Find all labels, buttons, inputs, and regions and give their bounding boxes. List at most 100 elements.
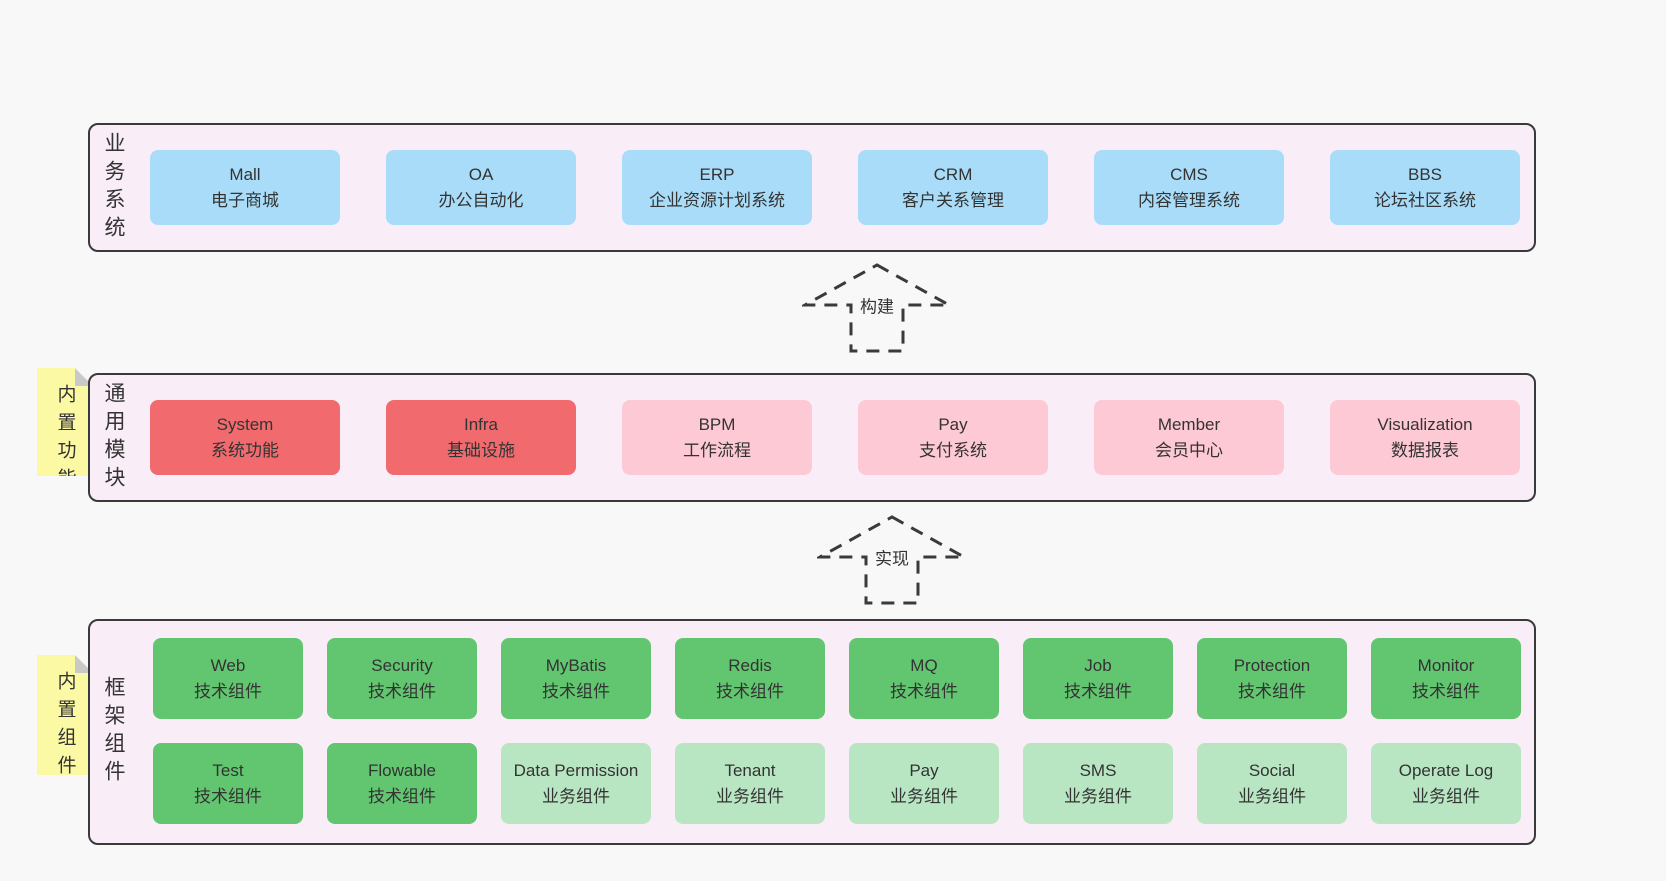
layer-framework-components: 框架组件 Web 技术组件 Security 技术组件 MyBatis 技术组件… [88,619,1536,845]
box-desc: 企业资源计划系统 [649,190,785,210]
box-name: BPM [698,415,736,434]
box-desc: 数据报表 [1391,440,1459,460]
box-name: Social [1248,761,1296,780]
box-desc: 业务组件 [1238,786,1306,806]
diagram-box-social: Social 业务组件 [1197,743,1347,824]
up-arrow-icon [802,263,952,353]
diagram-box-bbs: BBS 论坛社区系统 [1330,150,1520,225]
box-row: System 系统功能 Infra 基础设施 BPM 工作流程 Pay 支付系统… [150,400,1520,475]
box-name: CMS [1170,165,1208,184]
box-desc: 业务组件 [1064,786,1132,806]
box-name: OA [468,165,494,184]
box-name: Job [1084,656,1112,675]
dashed-up-arrow-implement: 实现 [817,514,967,606]
diagram-box-infra: Infra 基础设施 [386,400,576,475]
diagram-box-oa: OA 办公自动化 [386,150,576,225]
box-name: Operate Log [1398,761,1494,780]
box-name: Visualization [1377,415,1473,434]
box-name: MQ [910,656,938,675]
box-desc: 技术组件 [1064,681,1132,701]
box-name: BBS [1407,165,1443,184]
arrow-label: 实现 [871,541,913,573]
diagram-box-job: Job 技术组件 [1023,638,1173,719]
up-arrow-icon [817,515,967,605]
box-name: Member [1157,415,1221,434]
layer-common-modules: 通用模块 System 系统功能 Infra 基础设施 BPM 工作流程 Pay… [88,373,1536,502]
arrow-label: 构建 [856,289,898,321]
diagram-box-redis: Redis 技术组件 [675,638,825,719]
sticky-note-label: 内置功能 [54,384,76,496]
diagram-box-mall: Mall 电子商城 [150,150,340,225]
box-row: Test 技术组件 Flowable 技术组件 Data Permission … [153,743,1521,824]
box-name: Flowable [367,761,437,780]
diagram-box-crm: CRM 客户关系管理 [858,150,1048,225]
box-desc: 会员中心 [1155,440,1223,460]
box-desc: 支付系统 [919,440,987,460]
box-name: CRM [933,165,973,184]
diagram-box-web: Web 技术组件 [153,638,303,719]
box-name: MyBatis [545,656,607,675]
box-name: Web [210,656,246,675]
box-desc: 技术组件 [1412,681,1480,701]
diagram-box-cms: CMS 内容管理系统 [1094,150,1284,225]
box-desc: 技术组件 [542,681,610,701]
box-name: Redis [728,656,772,675]
layer-label: 业务系统 [102,131,125,244]
diagram-box-mybatis: MyBatis 技术组件 [501,638,651,719]
box-desc: 业务组件 [542,786,610,806]
box-name: Tenant [724,761,776,780]
box-row: Web 技术组件 Security 技术组件 MyBatis 技术组件 Redi… [153,638,1521,719]
box-name: Security [371,656,433,675]
box-name: ERP [699,165,735,184]
box-desc: 技术组件 [890,681,958,701]
diagram-box-visualization: Visualization 数据报表 [1330,400,1520,475]
sticky-note-label: 内置组件 [54,671,76,783]
box-desc: 技术组件 [1238,681,1306,701]
box-desc: 办公自动化 [438,190,524,210]
box-name: Pay [938,415,968,434]
diagram-box-member: Member 会员中心 [1094,400,1284,475]
box-name: Test [212,761,244,780]
diagram-box-operate-log: Operate Log 业务组件 [1371,743,1521,824]
diagram-box-bpm: BPM 工作流程 [622,400,812,475]
box-desc: 技术组件 [194,786,262,806]
box-desc: 客户关系管理 [902,190,1004,210]
box-row: Mall 电子商城 OA 办公自动化 ERP 企业资源计划系统 CRM 客户关系… [150,150,1520,225]
box-desc: 技术组件 [368,786,436,806]
box-name: Infra [463,415,499,434]
diagram-box-sms: SMS 业务组件 [1023,743,1173,824]
diagram-box-pay: Pay 业务组件 [849,743,999,824]
box-desc: 基础设施 [447,440,515,460]
box-desc: 工作流程 [683,440,751,460]
box-desc: 技术组件 [194,681,262,701]
sticky-note-built-in-components: 内置组件 [37,655,93,775]
layer-label: 框架组件 [102,676,125,788]
box-desc: 业务组件 [890,786,958,806]
diagram-box-test: Test 技术组件 [153,743,303,824]
diagram-box-pay: Pay 支付系统 [858,400,1048,475]
diagram-box-flowable: Flowable 技术组件 [327,743,477,824]
box-desc: 内容管理系统 [1138,190,1240,210]
diagram-box-system: System 系统功能 [150,400,340,475]
box-name: Monitor [1417,656,1475,675]
box-desc: 论坛社区系统 [1374,190,1476,210]
layer-label: 通用模块 [102,381,125,494]
box-name: Pay [909,761,939,780]
diagram-box-erp: ERP 企业资源计划系统 [622,150,812,225]
layer-business-systems: 业务系统 Mall 电子商城 OA 办公自动化 ERP 企业资源计划系统 CRM… [88,123,1536,252]
box-desc: 系统功能 [211,440,279,460]
diagram-box-security: Security 技术组件 [327,638,477,719]
box-desc: 业务组件 [716,786,784,806]
diagram-box-protection: Protection 技术组件 [1197,638,1347,719]
diagram-box-tenant: Tenant 业务组件 [675,743,825,824]
box-desc: 技术组件 [368,681,436,701]
sticky-note-built-in-features: 内置功能 [37,368,93,476]
box-desc: 电子商城 [211,190,279,210]
box-desc: 技术组件 [716,681,784,701]
diagram-box-data-permission: Data Permission 业务组件 [501,743,651,824]
box-name: Mall [229,165,261,184]
box-name: Protection [1233,656,1311,675]
box-name: Data Permission [513,761,639,780]
diagram-box-mq: MQ 技术组件 [849,638,999,719]
